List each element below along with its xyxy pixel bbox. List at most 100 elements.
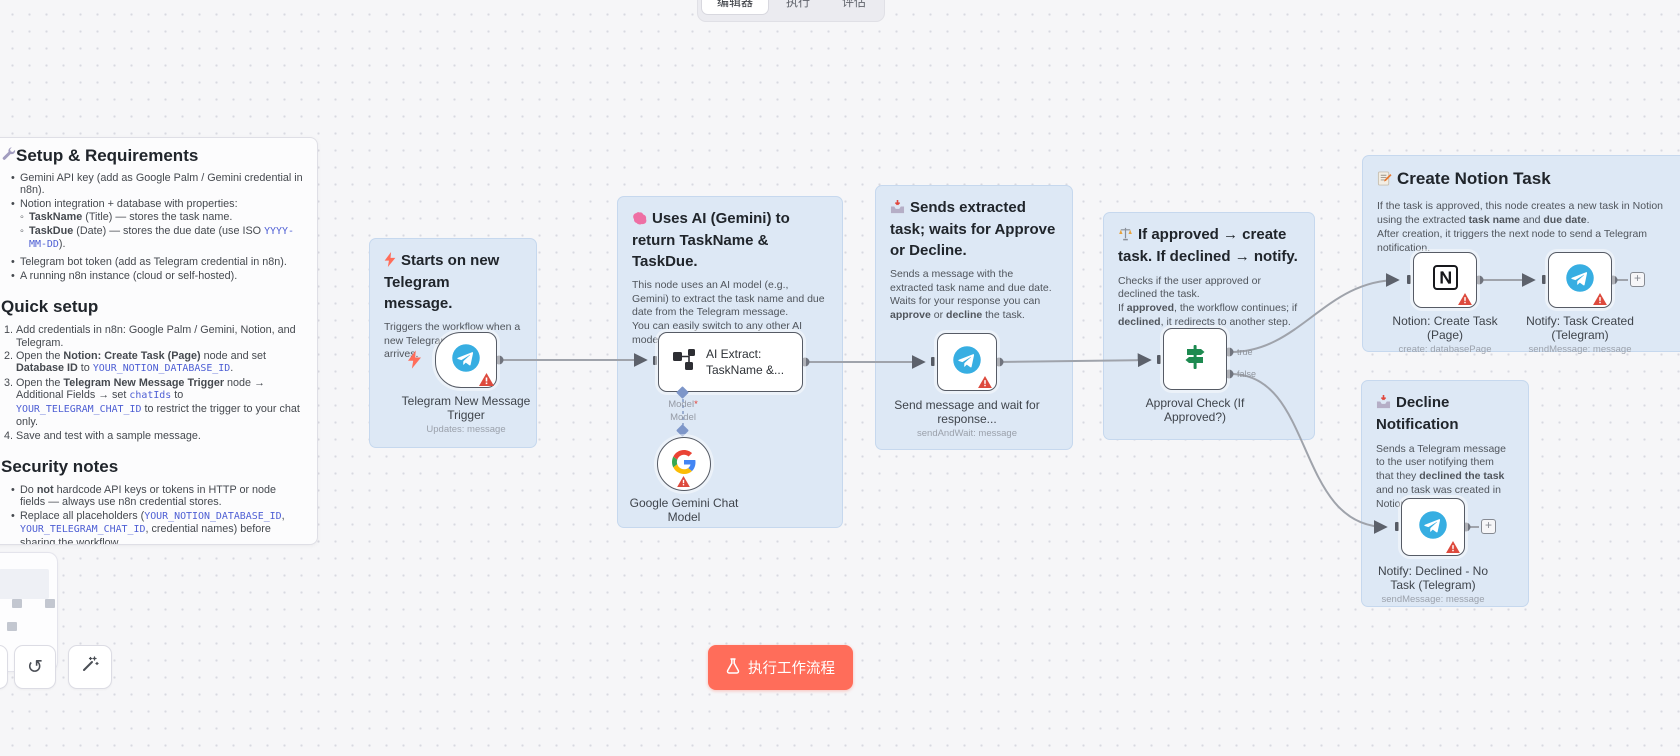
input-port[interactable] <box>653 356 657 365</box>
note-body: This node uses an AI model (e.g., Gemini… <box>632 278 825 347</box>
magic-wand-icon <box>81 655 99 679</box>
input-port[interactable] <box>1407 275 1411 284</box>
note-title: Sends extracted task; waits for Approve … <box>890 199 1056 259</box>
node-label-gemini: Google Gemini Chat Model <box>629 496 739 525</box>
memo-icon <box>1377 170 1392 193</box>
undo-button[interactable]: ↺ <box>14 645 56 689</box>
sticky-note-decline[interactable]: Decline Notification Sends a Telegram me… <box>1361 380 1529 607</box>
security-notes-list: Do not hardcode API keys or tokens in HT… <box>11 484 303 544</box>
requirement-item: Notion integration + database with prope… <box>11 198 303 211</box>
node-label-approval: Approval Check (If Approved?) <box>1145 396 1245 425</box>
tab-executions[interactable]: 执行 <box>786 0 811 9</box>
minimap-node <box>45 599 55 608</box>
node-send-wait[interactable] <box>937 333 997 391</box>
security-note-item: Do not hardcode API keys or tokens in HT… <box>11 484 303 509</box>
google-icon <box>672 449 696 479</box>
output-label-true: true <box>1237 347 1253 357</box>
minimap-node <box>7 622 17 631</box>
sticky-note-trigger[interactable]: Starts on new Telegram message. Triggers… <box>369 238 537 448</box>
quick-setup-heading: Quick setup <box>1 297 99 317</box>
input-port[interactable] <box>1395 522 1399 531</box>
requirement-item: Telegram bot token (add as Telegram cred… <box>11 256 303 269</box>
add-node-button[interactable]: + <box>1630 272 1645 287</box>
model-port-label: Model* <box>668 399 698 410</box>
note-title: If approved → create task. If declined →… <box>1118 226 1298 266</box>
warning-icon <box>1458 292 1473 305</box>
requirement-item: Gemini API key (add as Google Palm / Gem… <box>11 172 303 197</box>
output-label-false: false <box>1237 369 1257 379</box>
node-label-notify-created: Notify: Task Created (Telegram) sendMess… <box>1520 314 1640 356</box>
node-notion-create[interactable] <box>1413 252 1477 308</box>
execute-workflow-button[interactable]: 执行工作流程 <box>708 645 853 690</box>
input-port[interactable] <box>1542 275 1546 284</box>
setup-note-title: Setup & Requirements <box>1 146 303 166</box>
telegram-icon <box>451 343 481 378</box>
note-body: Checks if the user approved or declined … <box>1118 274 1298 329</box>
node-subtitle: sendAndWait: message <box>917 428 1017 440</box>
minimap-sticky <box>0 569 49 599</box>
setup-step: Open the Notion: Create Task (Page) node… <box>16 350 303 376</box>
setup-step: Add credentials in n8n: Google Palm / Ge… <box>16 324 303 349</box>
requirement-item: A running n8n instance (cloud or self-ho… <box>11 270 303 283</box>
scales-icon <box>1118 227 1133 247</box>
note-title: Starts on new Telegram message. <box>384 252 500 312</box>
brain-icon <box>632 211 647 231</box>
node-label-notion: Notion: Create Task (Page) create: datab… <box>1385 314 1505 356</box>
quick-setup-steps: Add credentials in n8n: Google Palm / Ge… <box>4 324 303 442</box>
requirement-subitem: TaskName (Title) — stores the task name. <box>20 211 303 224</box>
notion-icon <box>1432 264 1459 296</box>
node-label-notify-declined: Notify: Declined - No Task (Telegram) se… <box>1373 564 1493 606</box>
trigger-bolt-icon <box>408 350 421 374</box>
editor-tabbar: 编辑器 执行 评估 <box>697 0 886 22</box>
warning-icon <box>677 474 692 487</box>
node-ai-extract[interactable]: AI Extract: TaskName &... <box>658 332 803 392</box>
zoom-control-button[interactable] <box>0 645 8 689</box>
note-body: If the task is approved, this node creat… <box>1377 199 1663 254</box>
node-telegram-trigger[interactable] <box>435 332 497 388</box>
tab-evaluations[interactable]: 评估 <box>842 0 867 9</box>
lightning-icon <box>384 252 396 273</box>
undo-icon: ↺ <box>27 656 43 678</box>
node-inner-label: AI Extract: TaskName &... <box>706 346 785 377</box>
minimap-node <box>12 599 22 608</box>
node-label-telegram-trigger: Telegram New Message Trigger Updates: me… <box>386 394 546 436</box>
information-extractor-icon <box>673 349 696 375</box>
wrench-icon <box>1 146 16 165</box>
node-subtitle: sendMessage: message <box>1528 344 1632 356</box>
tab-editor[interactable]: 编辑器 <box>701 0 770 15</box>
security-note-item: Replace all placeholders (YOUR_NOTION_DA… <box>11 510 303 544</box>
warning-icon <box>978 375 993 388</box>
node-notify-declined[interactable] <box>1401 498 1465 556</box>
telegram-icon <box>1565 263 1595 298</box>
node-notify-created[interactable] <box>1548 252 1612 308</box>
inbox-icon <box>890 200 905 220</box>
input-port[interactable] <box>931 357 935 366</box>
node-subtitle: create: databasePage <box>1398 344 1492 356</box>
inbox-icon <box>1376 395 1391 415</box>
warning-icon <box>479 373 494 386</box>
node-gemini-model[interactable] <box>657 437 711 491</box>
setup-step: Save and test with a sample message. <box>16 430 303 442</box>
input-port[interactable] <box>1157 355 1161 364</box>
node-approval-check[interactable] <box>1163 328 1227 390</box>
flask-icon <box>726 657 740 678</box>
note-body: Sends a Telegram message to the user not… <box>1376 442 1506 510</box>
sticky-note-send-wait[interactable]: Sends extracted task; waits for Approve … <box>875 185 1073 450</box>
node-label-send-wait: Send message and wait for response... se… <box>892 398 1042 440</box>
note-body: Sends a message with the extracted task … <box>890 267 1052 322</box>
telegram-icon <box>952 345 982 380</box>
security-notes-heading: Security notes <box>1 456 119 476</box>
sticky-note-create-notion[interactable]: Create Notion Task If the task is approv… <box>1362 155 1680 352</box>
sticky-note-setup[interactable]: Setup & Requirements Gemini API key (add… <box>0 137 318 545</box>
node-subtitle: Updates: message <box>426 424 506 436</box>
add-node-button[interactable]: + <box>1481 519 1496 534</box>
setup-step: Open the Telegram New Message Trigger no… <box>16 377 303 429</box>
tidy-up-button[interactable] <box>68 645 112 689</box>
note-title: Uses AI (Gemini) to return TaskName & Ta… <box>632 210 790 270</box>
model-port-label: Model <box>670 412 696 423</box>
requirements-list: Gemini API key (add as Google Palm / Gem… <box>11 172 303 283</box>
signpost-icon <box>1181 343 1209 376</box>
requirement-subitem: TaskDue (Date) — stores the due date (us… <box>20 225 303 252</box>
node-subtitle: sendMessage: message <box>1381 594 1485 606</box>
